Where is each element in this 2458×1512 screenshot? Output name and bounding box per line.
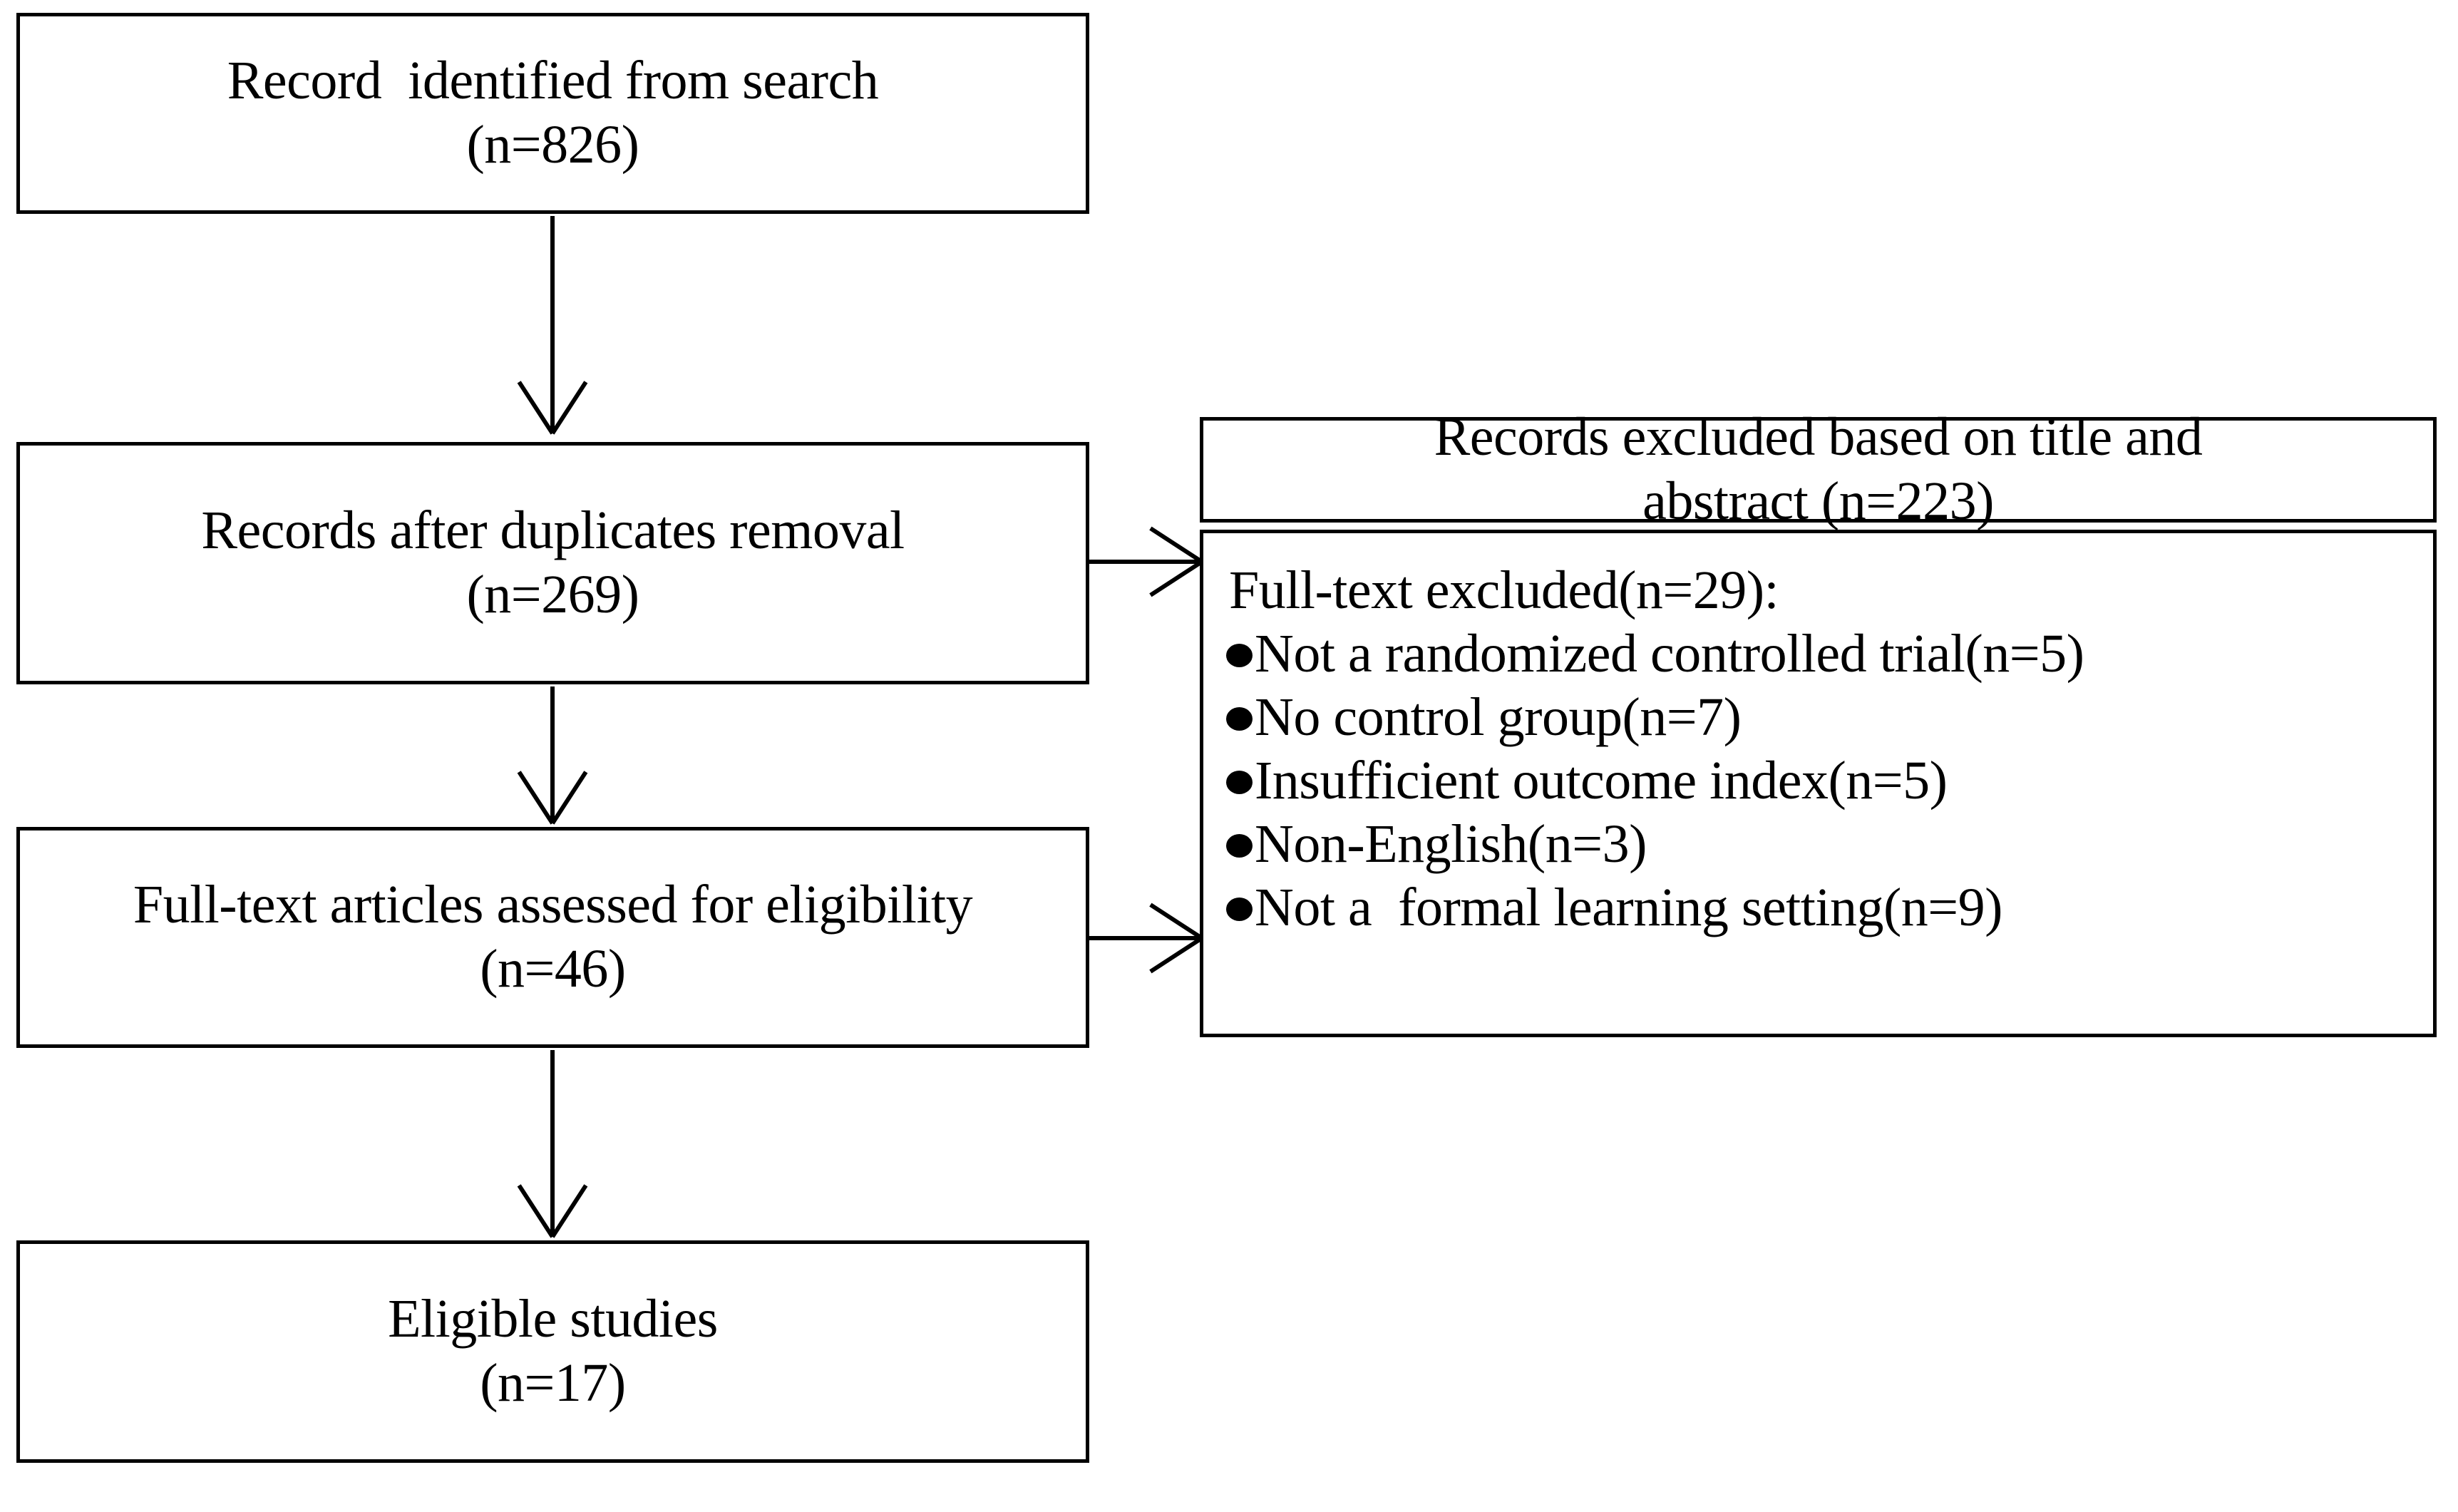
- arrow-shaft: [1089, 936, 1202, 940]
- box-records-identified-line1: Record identified from search: [227, 51, 879, 111]
- box-eligible-studies-count: (n=17): [480, 1353, 626, 1413]
- box-records-after-duplicates: Records after duplicates removal (n=269): [16, 442, 1089, 684]
- fulltext-excluded-reason: Insufficient outcome index(n=5): [1255, 750, 1948, 811]
- box-fulltext-assessed-count: (n=46): [480, 939, 626, 999]
- box-eligible-studies: Eligible studies (n=17): [16, 1240, 1089, 1463]
- list-item: Not a formal learning setting(n=9): [1226, 876, 2433, 940]
- bullet-circle-icon: [1226, 706, 1253, 731]
- fulltext-excluded-heading: Full-text excluded(n=29):: [1229, 560, 1779, 620]
- box-fulltext-assessed-line1: Full-text articles assessed for eligibil…: [133, 875, 973, 935]
- box-records-after-duplicates-line1: Records after duplicates removal: [201, 500, 905, 561]
- fulltext-excluded-reason-list: Not a randomized controlled trial(n=5) N…: [1226, 622, 2433, 940]
- box-records-identified-count: (n=826): [466, 115, 639, 175]
- bullet-circle-icon: [1226, 833, 1253, 858]
- box-records-excluded-line1: Records excluded based on title and: [1434, 407, 2203, 468]
- list-item: Not a randomized controlled trial(n=5): [1226, 622, 2433, 686]
- list-item: Insufficient outcome index(n=5): [1226, 749, 2433, 813]
- bullet-circle-icon: [1226, 770, 1253, 794]
- fulltext-excluded-reason: Non-English(n=3): [1255, 813, 1647, 874]
- arrow-shaft: [550, 686, 555, 823]
- bullet-circle-icon: [1226, 643, 1253, 667]
- box-records-identified: Record identified from search (n=826): [16, 13, 1089, 214]
- fulltext-excluded-reason: No control group(n=7): [1255, 686, 1742, 747]
- arrow-shaft: [550, 216, 555, 433]
- box-records-after-duplicates-count: (n=269): [466, 565, 639, 624]
- box-records-excluded-line2: abstract (n=223): [1642, 471, 1994, 531]
- box-fulltext-excluded: Full-text excluded(n=29): Not a randomiz…: [1200, 530, 2437, 1037]
- box-records-excluded-title-abstract: Records excluded based on title and abst…: [1200, 407, 2437, 531]
- box-fulltext-assessed-eligibility: Full-text articles assessed for eligibil…: [16, 827, 1089, 1048]
- fulltext-excluded-reason: Not a randomized controlled trial(n=5): [1255, 623, 2084, 684]
- list-item: No control group(n=7): [1226, 686, 2433, 749]
- list-item: Non-English(n=3): [1226, 813, 2433, 876]
- arrow-shaft: [550, 1050, 555, 1237]
- bullet-circle-icon: [1226, 897, 1253, 921]
- fulltext-excluded-reason: Not a formal learning setting(n=9): [1255, 877, 2002, 937]
- box-eligible-studies-line1: Eligible studies: [388, 1289, 718, 1349]
- arrow-shaft: [1089, 560, 1202, 564]
